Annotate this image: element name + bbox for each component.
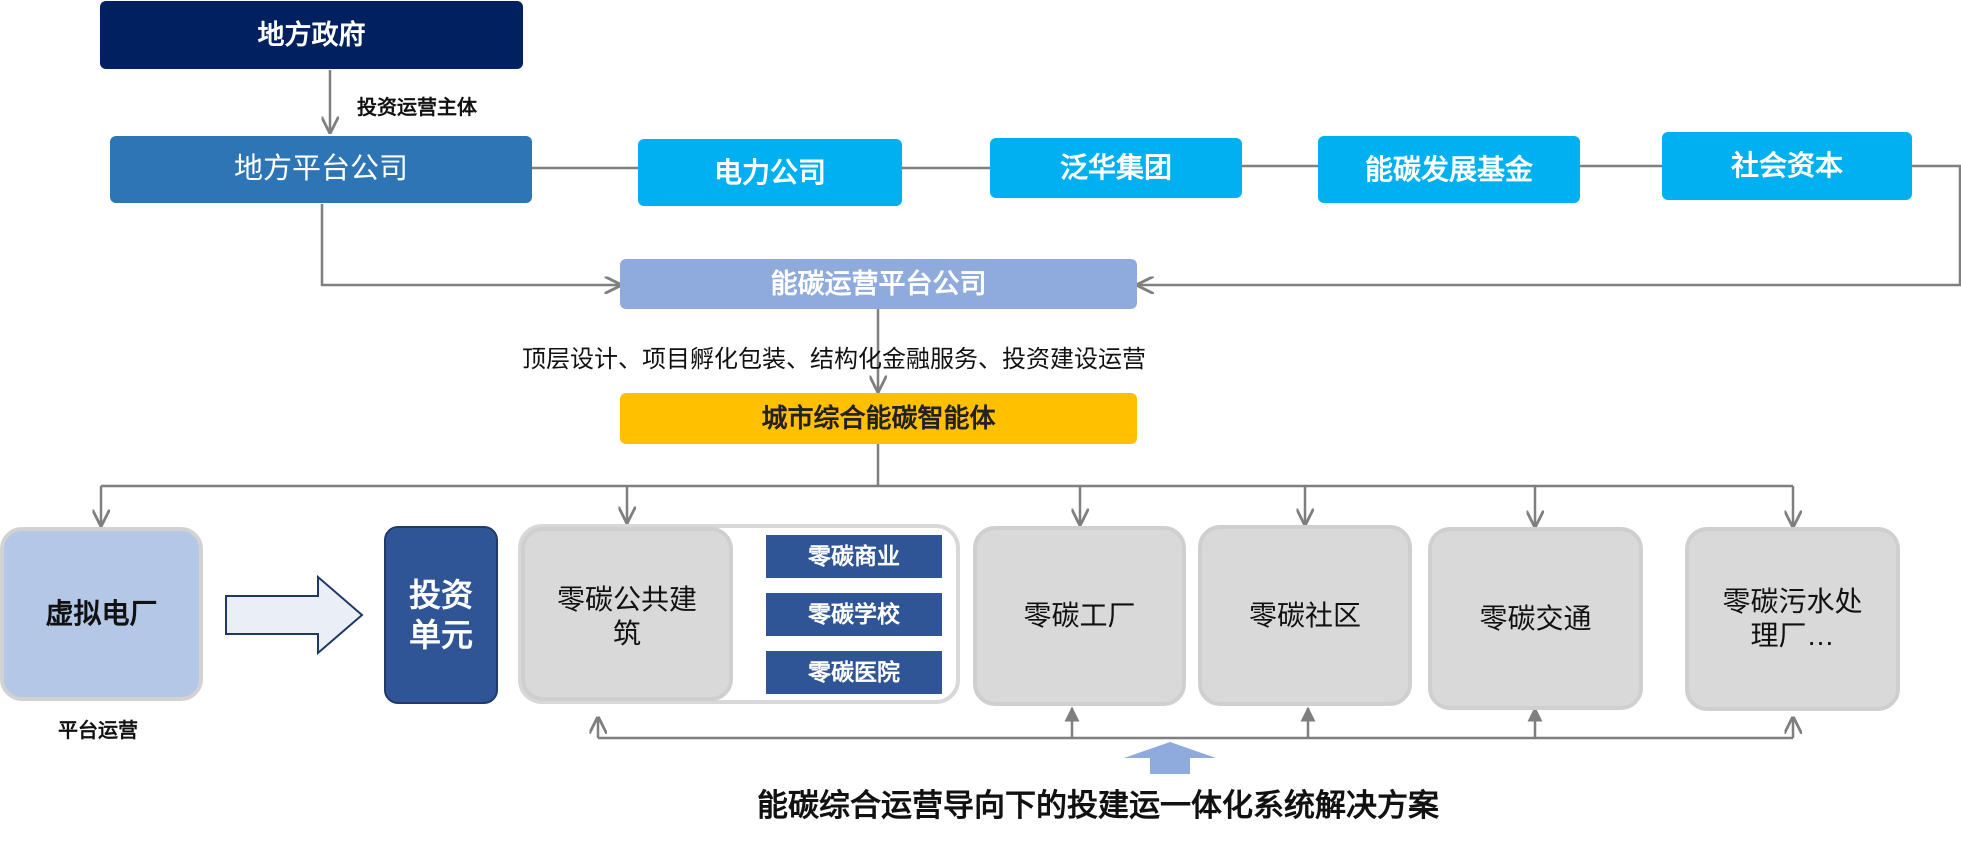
zero-carbon-transport-label: 零碳交通 bbox=[1479, 602, 1592, 634]
zero-carbon-factory-box: 零碳工厂 bbox=[973, 526, 1186, 706]
social-capital-label: 社会资本 bbox=[1730, 150, 1843, 182]
virtual-power-plant-box: 虚拟电厂 bbox=[0, 527, 203, 701]
fanhua-group-label: 泛华集团 bbox=[1059, 152, 1172, 184]
power-company-box: 电力公司 bbox=[638, 139, 902, 206]
city-energy-carbon-agent-label: 城市综合能碳智能体 bbox=[761, 402, 996, 433]
platform-operation-label: 平台运营 bbox=[58, 720, 138, 742]
zero-carbon-public-building-box: 零碳公共建筑 bbox=[521, 527, 733, 701]
zero-carbon-hospital-box: 零碳医院 bbox=[766, 651, 942, 694]
local-government-box: 地方政府 bbox=[100, 1, 523, 69]
city-energy-carbon-agent-box: 城市综合能碳智能体 bbox=[620, 393, 1137, 444]
investment-operation-subject-label: 投资运营主体 bbox=[357, 97, 477, 119]
bottom-title: 能碳综合运营导向下的投建运一体化系统解决方案 bbox=[757, 788, 1439, 823]
zero-carbon-school-label: 零碳学校 bbox=[808, 600, 900, 627]
zero-carbon-sewage-plant-label: 零碳污水处理厂… bbox=[1722, 586, 1863, 651]
virtual-power-plant-label: 虚拟电厂 bbox=[45, 598, 158, 630]
right-arrow-icon bbox=[225, 574, 364, 656]
up-arrow-icon bbox=[1124, 742, 1216, 774]
power-company-label: 电力公司 bbox=[713, 156, 826, 188]
zero-carbon-sewage-plant-box: 零碳污水处理厂… bbox=[1685, 527, 1900, 711]
local-platform-company-box: 地方平台公司 bbox=[110, 136, 532, 203]
platform-services-label: 顶层设计、项目孵化包装、结构化金融服务、投资建设运营 bbox=[522, 346, 1146, 373]
social-capital-box: 社会资本 bbox=[1662, 132, 1912, 200]
zero-carbon-school-box: 零碳学校 bbox=[766, 593, 942, 636]
zero-carbon-commerce-box: 零碳商业 bbox=[766, 535, 942, 578]
zero-carbon-community-label: 零碳社区 bbox=[1248, 599, 1361, 631]
zero-carbon-factory-label: 零碳工厂 bbox=[1023, 600, 1136, 632]
investment-unit-box: 投资单元 bbox=[384, 526, 498, 704]
local-government-label: 地方政府 bbox=[257, 19, 366, 50]
local-platform-company-label: 地方平台公司 bbox=[233, 153, 408, 186]
zero-carbon-community-box: 零碳社区 bbox=[1198, 525, 1412, 706]
energy-carbon-fund-label: 能碳发展基金 bbox=[1364, 153, 1533, 185]
zero-carbon-hospital-label: 零碳医院 bbox=[808, 658, 900, 685]
energy-carbon-operation-platform-box: 能碳运营平台公司 bbox=[620, 259, 1137, 309]
investment-unit-label: 投资单元 bbox=[408, 577, 473, 653]
zero-carbon-public-building-label: 零碳公共建筑 bbox=[556, 584, 697, 649]
fanhua-group-box: 泛华集团 bbox=[990, 138, 1242, 198]
zero-carbon-commerce-label: 零碳商业 bbox=[808, 542, 900, 569]
energy-carbon-operation-platform-label: 能碳运营平台公司 bbox=[770, 268, 987, 299]
energy-carbon-fund-box: 能碳发展基金 bbox=[1318, 136, 1580, 203]
zero-carbon-transport-box: 零碳交通 bbox=[1428, 527, 1643, 710]
